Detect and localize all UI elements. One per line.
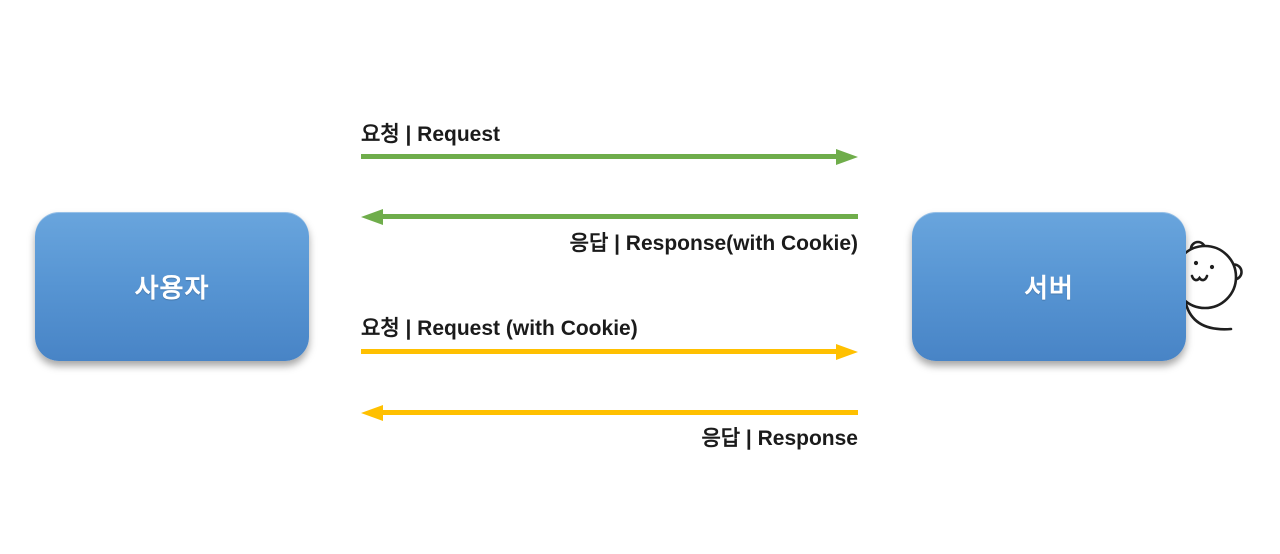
- arrowhead-right-icon: [836, 344, 858, 360]
- bear-eye: [1193, 260, 1199, 266]
- arrowhead-left-icon: [361, 209, 383, 225]
- arrowhead-right-icon: [836, 149, 858, 165]
- server-box-label: 서버: [1024, 273, 1074, 303]
- message-label-response: 응답 | Response: [701, 427, 858, 450]
- message-label-request: 요청 | Request: [361, 123, 501, 146]
- message-label-request-with-cookie: 요청 | Request (with Cookie): [361, 317, 638, 340]
- arrow-shaft: [379, 214, 858, 219]
- arrow-response: [361, 405, 858, 421]
- bear-body: [1184, 302, 1233, 331]
- arrow-shaft: [379, 410, 858, 415]
- bear-eye: [1209, 264, 1215, 270]
- message-label-response-with-cookie: 응답 | Response(with Cookie): [569, 232, 858, 255]
- arrow-response-with-cookie: [361, 209, 858, 225]
- peeking-bear-icon: [1179, 240, 1243, 331]
- arrow-request-with-cookie: [361, 344, 858, 360]
- bear-mouth: [1190, 274, 1209, 282]
- arrow-shaft: [361, 349, 840, 354]
- arrow-request: [361, 149, 858, 165]
- server-box: 서버: [912, 212, 1186, 361]
- arrowhead-left-icon: [361, 405, 383, 421]
- arrow-shaft: [361, 154, 840, 159]
- user-box: 사용자: [35, 212, 309, 361]
- user-box-label: 사용자: [134, 273, 210, 303]
